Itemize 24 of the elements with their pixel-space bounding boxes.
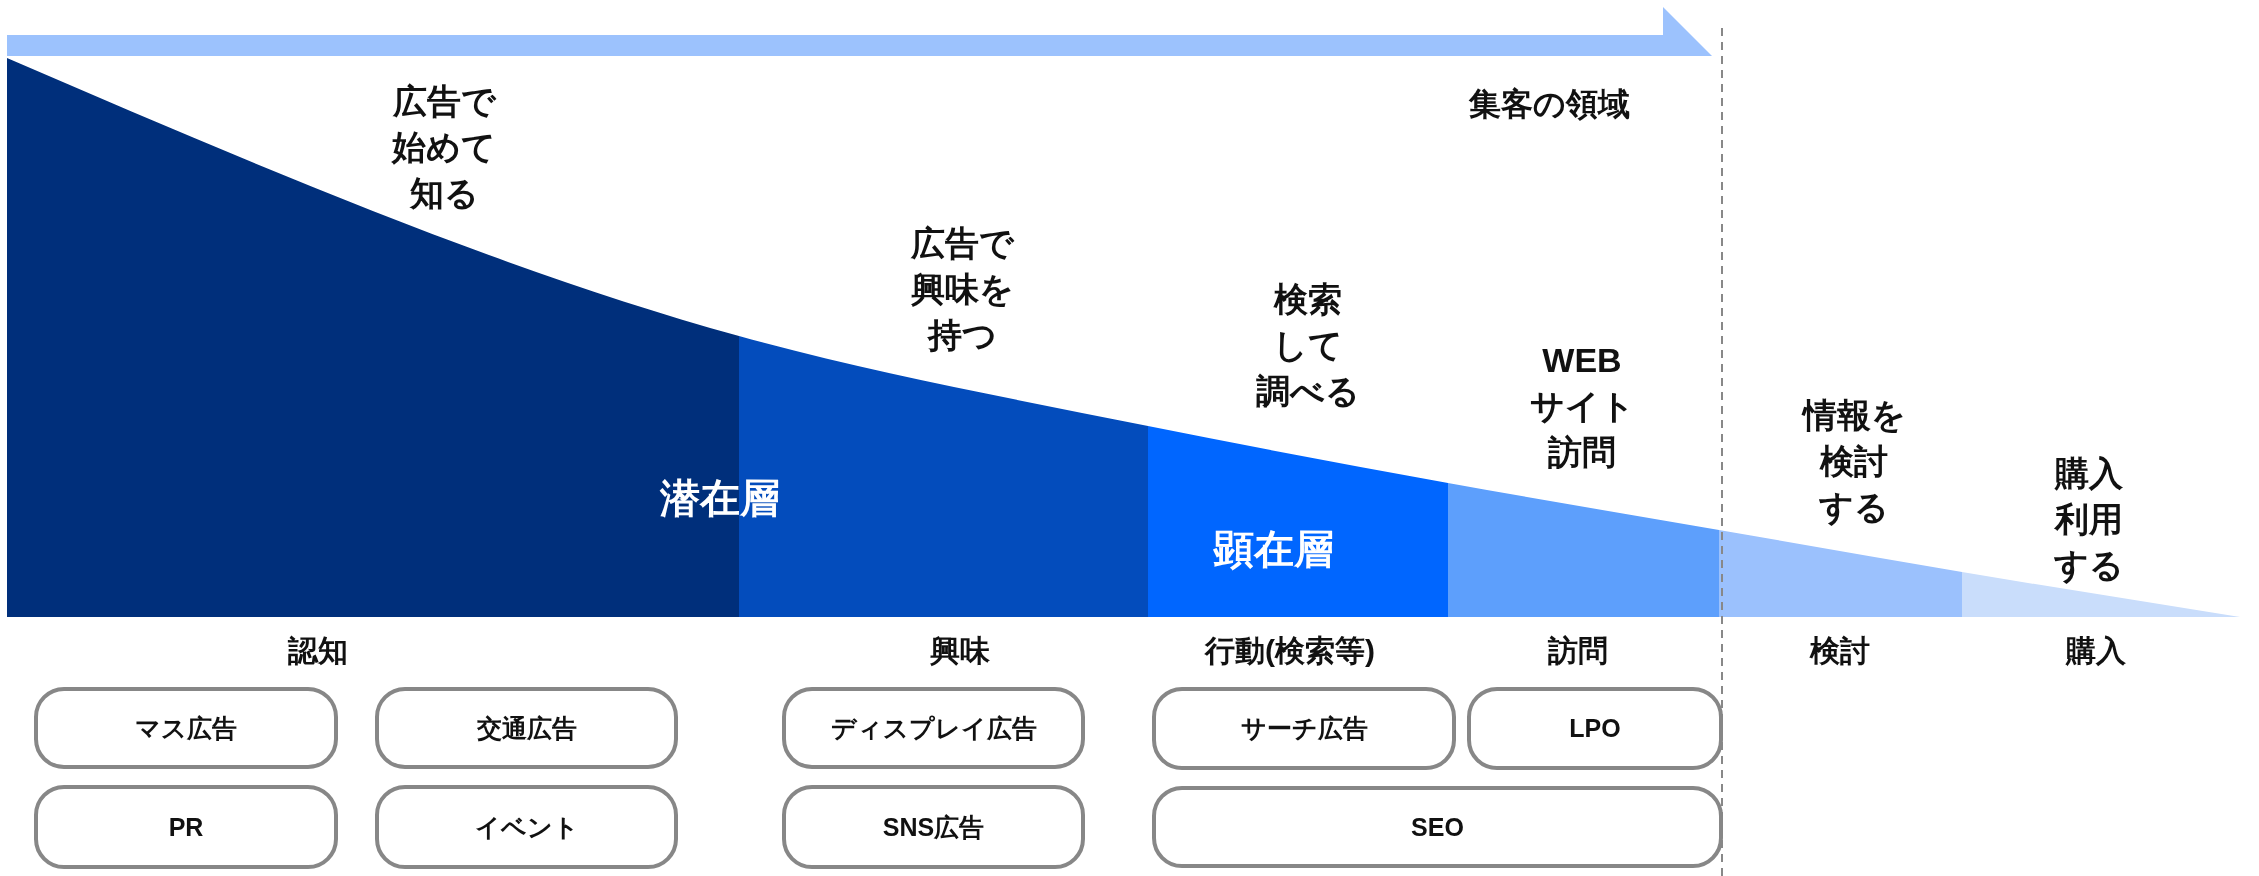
stage-heading: 興味 xyxy=(930,632,990,669)
stage-caption: 検索して調べる xyxy=(1256,279,1360,412)
stage-heading: 訪問 xyxy=(1548,632,1608,669)
rounded-box: SNS広告 xyxy=(782,785,1085,869)
stage-caption: 購入利用する xyxy=(2054,453,2124,586)
segment-label: 顕在層 xyxy=(1214,526,1334,573)
rounded-box: LPO xyxy=(1467,687,1723,770)
stage-caption: 情報を検討する xyxy=(1802,395,1906,528)
stage-caption: 広告で始めて知る xyxy=(392,81,496,214)
segment-label: 潜在層 xyxy=(660,475,780,522)
stage-heading: 行動(検索等) xyxy=(1205,632,1375,669)
stage-caption: 広告で興味を持つ xyxy=(910,223,1014,356)
rounded-box: マス広告 xyxy=(34,687,338,769)
rounded-box: イベント xyxy=(375,785,678,869)
stage-heading: 購入 xyxy=(2066,632,2126,669)
rounded-box: SEO xyxy=(1152,786,1723,868)
stage-heading: 検討 xyxy=(1810,632,1870,669)
rounded-box: 交通広告 xyxy=(375,687,678,769)
rounded-box: PR xyxy=(34,785,338,869)
rounded-box: サーチ広告 xyxy=(1152,687,1456,770)
area-label: 集客の領域 xyxy=(1468,85,1630,125)
rounded-box: ディスプレイ広告 xyxy=(782,687,1085,769)
stage-caption: WEBサイト訪問 xyxy=(1529,340,1635,473)
stage-heading: 認知 xyxy=(288,632,348,669)
